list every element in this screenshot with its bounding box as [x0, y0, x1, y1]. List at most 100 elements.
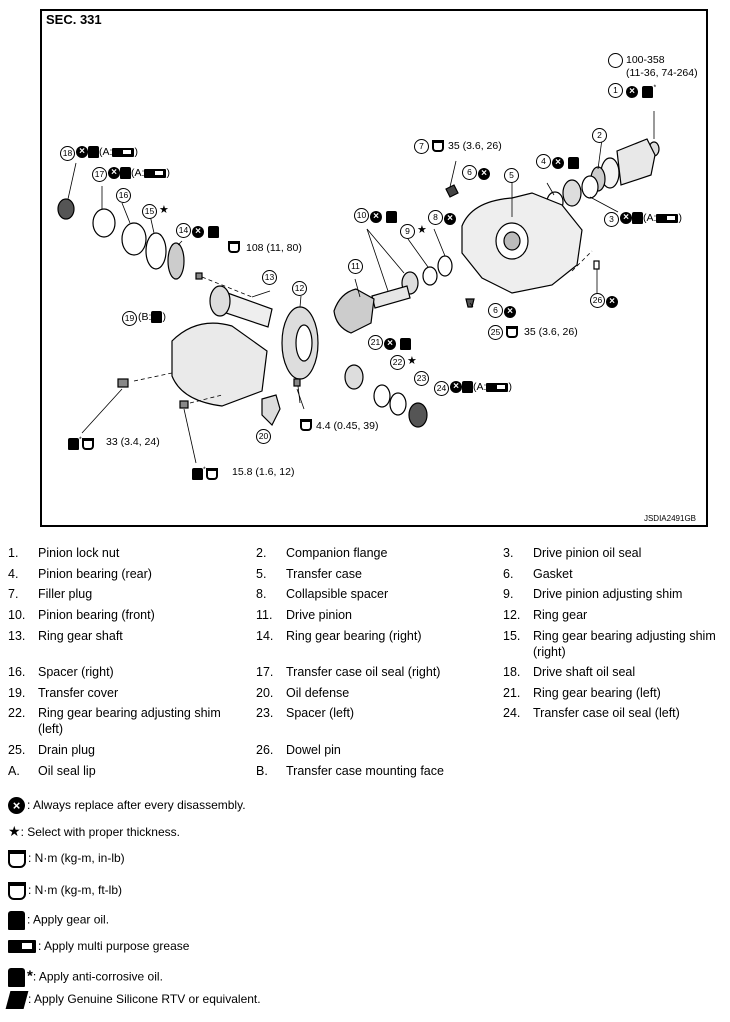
callout-6-top-icons: ×: [478, 165, 490, 183]
part-name: Filler plug: [38, 587, 93, 601]
rtv-icon: [5, 991, 29, 1009]
bolt-b-torque: 15.8 (1.6, 12): [232, 466, 295, 478]
callout-5: 5: [504, 168, 519, 183]
part-name: Pinion bearing (front): [38, 608, 155, 622]
callout-1-torque-icon: [608, 53, 623, 68]
callout-25-torque: 35 (3.6, 26): [524, 326, 578, 338]
part-name: Ring gear bearing (right): [286, 629, 422, 643]
gear-oil-icon: [208, 225, 220, 238]
torque-ft-lb-icon: [228, 241, 240, 253]
callout-24-icons: ×(A:): [450, 381, 512, 394]
part-name: Dowel pin: [286, 743, 341, 757]
mark-b: B: [141, 311, 149, 323]
replace-icon: ×: [504, 305, 516, 318]
gear-oil-icon: [462, 381, 473, 394]
callout-9-star-icon: ★: [417, 224, 427, 236]
rtv-icon: [151, 311, 163, 324]
grease-icon: [8, 940, 36, 954]
part-name: Transfer case mounting face: [286, 764, 444, 778]
callout-18: 18: [60, 146, 75, 161]
gear-oil-icon: [386, 210, 398, 223]
callout-12: 12: [292, 281, 307, 296]
part-name: Drive shaft oil seal: [533, 665, 636, 679]
part-name: Drive pinion: [286, 608, 353, 622]
part-number: 26.: [256, 743, 274, 757]
part-name: Transfer case oil seal (right): [286, 665, 441, 679]
part-number: 12.: [503, 608, 521, 622]
part-name: Gasket: [533, 567, 573, 581]
replace-icon: ×: [620, 212, 632, 225]
torque-in-lb-icon: [8, 850, 26, 868]
replace-icon: ×: [450, 381, 462, 394]
part-number: 2.: [256, 546, 267, 560]
callout-21-icons: ×: [384, 335, 412, 353]
callout-15: 15: [142, 204, 157, 219]
legend-rtv: : Apply Genuine Silicone RTV or equivale…: [5, 991, 261, 1009]
callout-26-icons: ×: [606, 293, 618, 311]
exploded-diagram: SEC. 331: [40, 9, 708, 527]
part-name: (right): [533, 645, 566, 659]
part-number: 24.: [503, 706, 521, 720]
callout-3: 3: [604, 212, 619, 227]
part-name: Companion flange: [286, 546, 388, 560]
part-name: Pinion lock nut: [38, 546, 120, 560]
callout-6-top: 6: [462, 165, 477, 180]
callout-19-icons: (B:): [138, 311, 166, 324]
part-name: Spacer (right): [38, 665, 114, 679]
part-number: 3.: [503, 546, 514, 560]
part-number: 23.: [256, 706, 274, 720]
legend-grease: : Apply multi purpose grease: [8, 938, 189, 954]
mark-a: A: [102, 146, 110, 158]
callout-16: 16: [116, 188, 131, 203]
replace-icon: ×: [76, 146, 88, 159]
callout-14: 14: [176, 223, 191, 238]
callout-18-icons: ×(A:): [76, 146, 138, 159]
part-number: 20.: [256, 686, 274, 700]
callout-8-icons: ×: [444, 210, 456, 228]
callout-1: 1: [608, 83, 623, 98]
part-number: 8.: [256, 587, 267, 601]
part-number: 11.: [256, 608, 273, 622]
bolt-a-icons: *: [68, 435, 94, 453]
callout-6-bottom: 6: [488, 303, 503, 318]
callout-6-bottom-icons: ×: [504, 303, 516, 321]
parts-drawing: [57, 111, 660, 464]
gear-oil-icon: [632, 212, 643, 225]
legend-torque-ft-lb: : N·m (kg-m, ft-lb): [8, 882, 122, 900]
callout-1-icons: × *: [626, 83, 656, 101]
part-name: Drive pinion oil seal: [533, 546, 642, 560]
torque-ft-lb-icon: [506, 326, 518, 338]
callout-7: 7: [414, 139, 429, 154]
callout-3-icons: ×(A:): [620, 212, 682, 225]
callout-23: 23: [414, 371, 429, 386]
gear-oil-icon: [120, 167, 131, 180]
part-name: Drive pinion adjusting shim: [533, 587, 683, 601]
legend-anti-corrosive: *: Apply anti-corrosive oil.: [8, 968, 163, 987]
part-name: Ring gear: [533, 608, 588, 622]
replace-icon: ×: [444, 212, 456, 225]
part-name: Ring gear shaft: [38, 629, 123, 643]
bolt-a-torque: 33 (3.4, 24): [106, 436, 160, 448]
legend-gear-oil: : Apply gear oil.: [8, 911, 109, 930]
callout-2: 2: [592, 128, 607, 143]
grease-icon: [656, 213, 679, 223]
part-number: 1.: [8, 546, 19, 560]
callout-13: 13: [262, 270, 277, 285]
transfer-cover-shape: [171, 322, 268, 407]
callout-22: 22: [390, 355, 405, 370]
grease-icon: [486, 382, 509, 392]
anti-corrosive-oil-icon: [68, 437, 79, 450]
replace-icon: ×: [108, 167, 120, 180]
callout-10-icons: ×: [370, 208, 398, 226]
legend-replace: ×: Always replace after every disassembl…: [8, 797, 246, 815]
part-number: 21.: [503, 686, 521, 700]
callout-1-torque-2: (11-36, 74-264): [626, 67, 698, 79]
replace-icon: ×: [626, 85, 638, 98]
legend-torque-in-lb: : N·m (kg-m, in-lb): [8, 850, 125, 868]
grease-icon: [144, 168, 167, 178]
callout-4-icons: ×: [552, 154, 580, 172]
callout-1-torque: 100-358: [626, 54, 665, 66]
part-name: Pinion bearing (rear): [38, 567, 152, 581]
part-number: 14.: [256, 629, 274, 643]
callout-26: 26: [590, 293, 605, 308]
